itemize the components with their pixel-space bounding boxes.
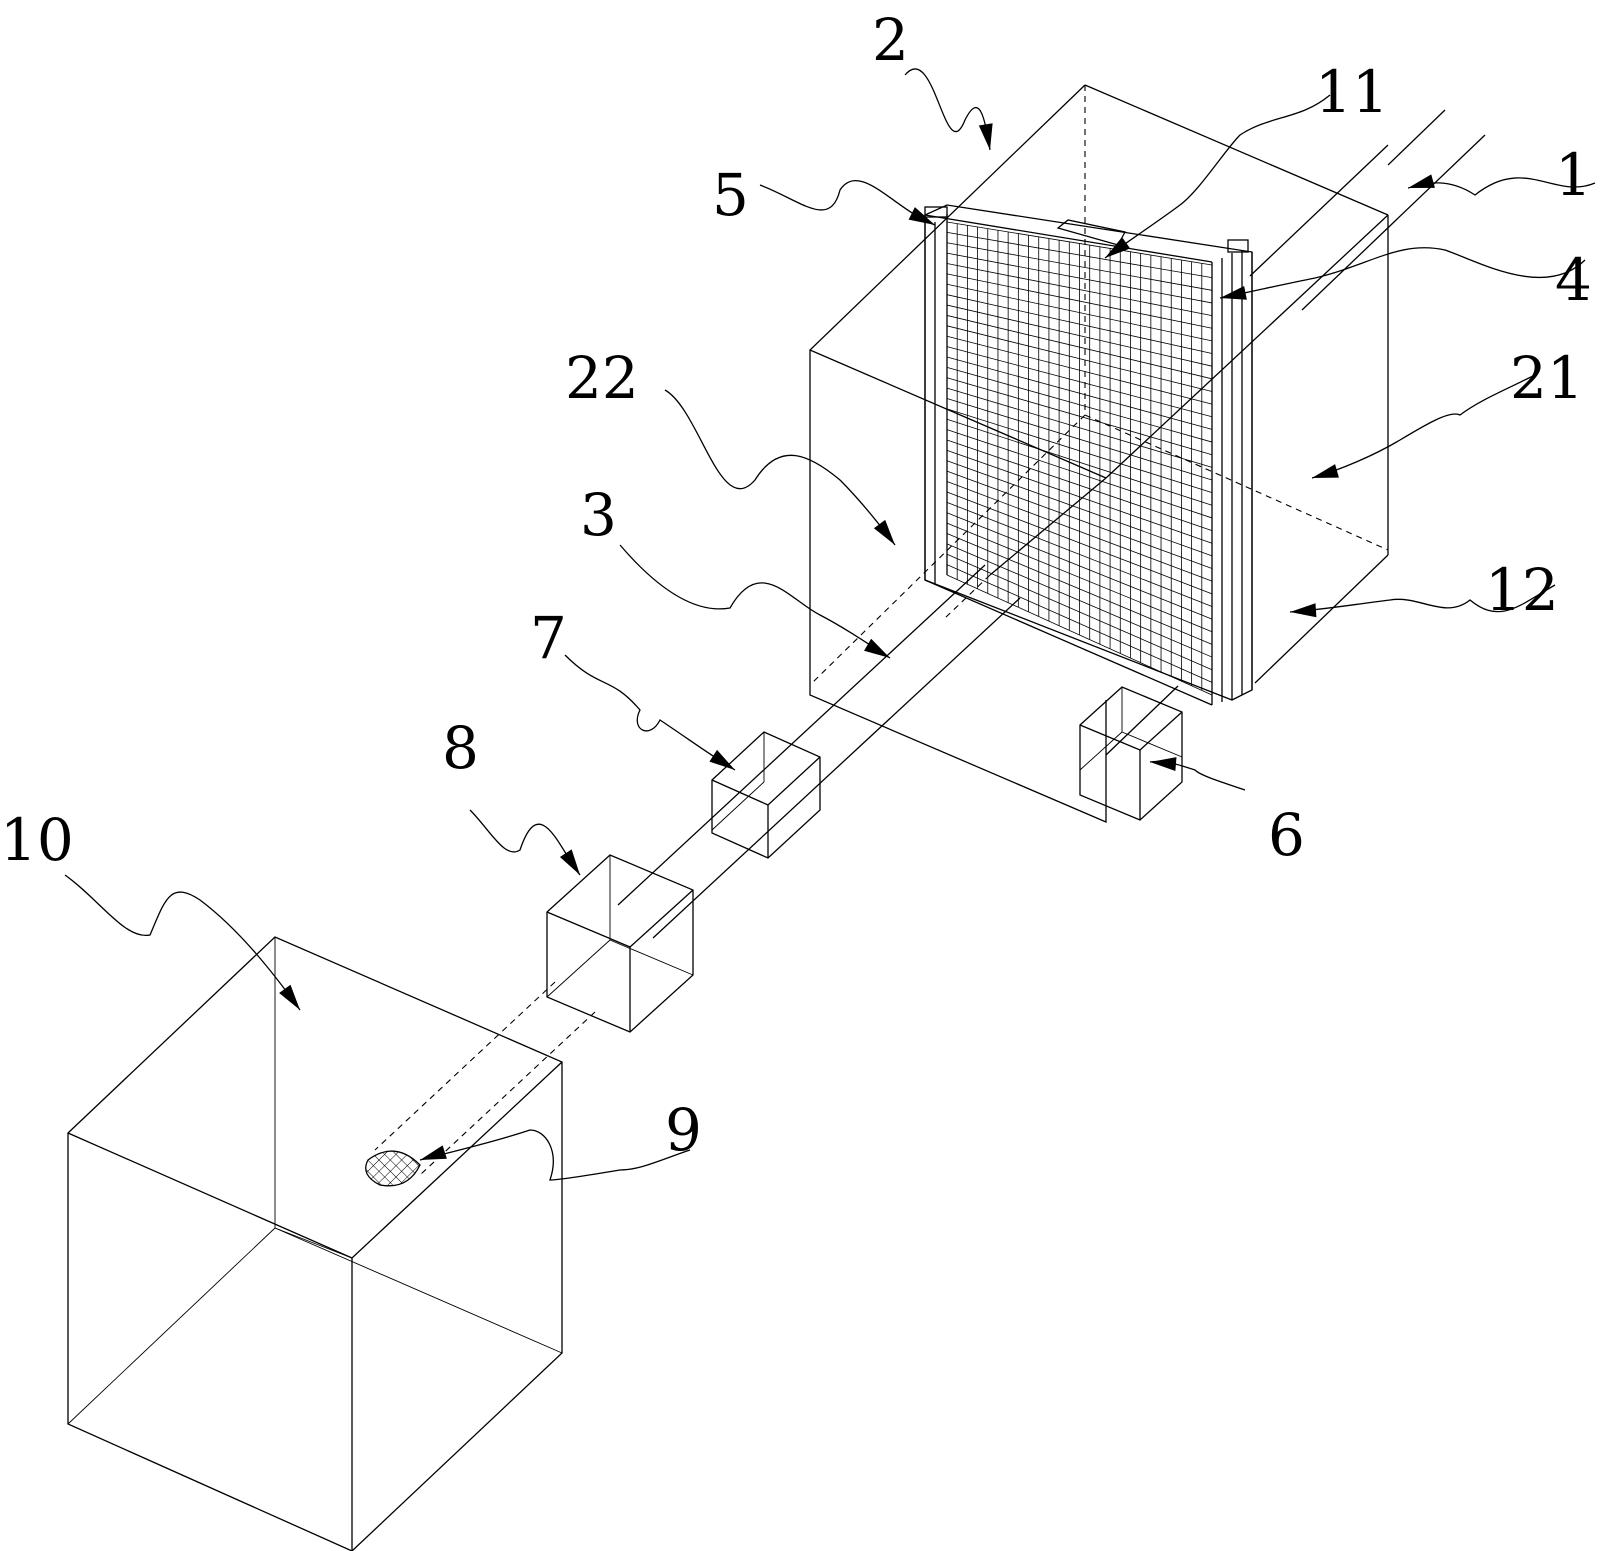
arrowhead: [279, 984, 300, 1010]
label-10: 10: [0, 806, 74, 874]
arrowhead: [978, 123, 993, 150]
arrowhead: [864, 638, 890, 658]
label-2: 2: [872, 6, 909, 74]
arrowhead: [1220, 286, 1247, 300]
filter-mesh: [946, 221, 1213, 696]
box-6: [1079, 686, 1183, 821]
arrowhead: [1408, 174, 1435, 188]
leaders: [64, 68, 1596, 1181]
arrowhead: [1312, 464, 1339, 478]
arrowhead: [1105, 237, 1131, 258]
net-bag-9: [365, 1150, 421, 1187]
tank-10: [67, 936, 563, 1551]
box-8: [546, 854, 694, 1033]
label-5: 5: [712, 161, 749, 229]
arrowhead: [420, 1145, 447, 1160]
pipe: [374, 477, 1107, 1176]
main-housing: [809, 84, 1486, 823]
label-12: 12: [1485, 556, 1559, 624]
label-3: 3: [580, 481, 617, 549]
label-7: 7: [530, 604, 567, 672]
label-9: 9: [665, 1096, 702, 1164]
arrowhead: [873, 519, 895, 545]
arrowhead: [1290, 603, 1317, 618]
label-22: 22: [565, 344, 639, 412]
arrowhead: [709, 749, 735, 770]
label-1: 1: [1555, 141, 1592, 209]
label-11: 11: [1315, 58, 1389, 126]
box-7: [711, 731, 821, 859]
label-21: 21: [1510, 344, 1584, 412]
filter-screen: [924, 204, 1253, 706]
arrowhead: [559, 849, 580, 875]
reference-labels: 2 11 1 5 4 22 21 3 12 7 8 6 10 9: [0, 6, 1592, 1164]
label-4: 4: [1555, 246, 1592, 314]
label-8: 8: [442, 714, 479, 782]
label-6: 6: [1268, 801, 1305, 869]
arrowhead: [908, 207, 935, 225]
arrowhead: [1150, 757, 1177, 772]
